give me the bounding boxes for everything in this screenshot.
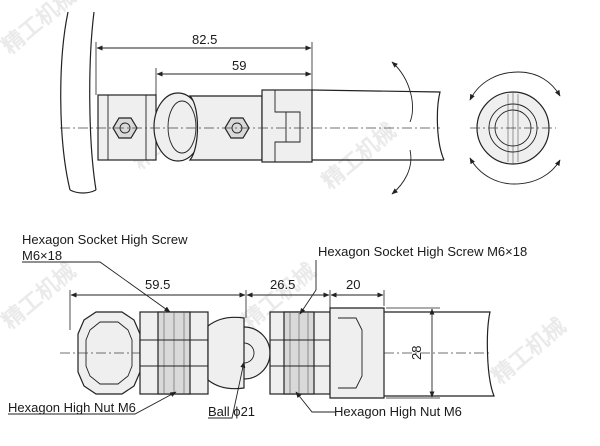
label-nut-left: Hexagon High Nut M6 <box>8 400 136 415</box>
end-view <box>469 71 561 185</box>
bottom-view: 59.5 26.5 20 <box>8 232 527 419</box>
label-nut-right: Hexagon High Nut M6 <box>334 404 462 419</box>
right-sleeve-section <box>329 307 385 399</box>
label-screw-right: Hexagon Socket High Screw M6×18 <box>318 244 527 259</box>
watermark-text: 精工机械 <box>0 0 81 59</box>
left-pipe-edge <box>69 189 97 194</box>
dim-mid-label: 26.5 <box>270 277 295 292</box>
label-screw-left-line2: M6×18 <box>22 248 62 263</box>
left-hex-nut <box>112 117 138 139</box>
leader-screw-left <box>22 261 171 313</box>
leader-ball <box>208 361 246 419</box>
leader-screw-right <box>299 260 317 315</box>
ball-socket <box>207 316 245 390</box>
watermark-text: 精工机械 <box>0 258 81 334</box>
end-view-rotation-arrow <box>469 71 561 101</box>
label-screw-left-line1: Hexagon Socket High Screw <box>22 232 188 247</box>
dim-inner-label: 59 <box>232 58 246 73</box>
watermark-text: 精工机械 <box>317 118 400 194</box>
label-ball: Ball ϕ21 <box>208 404 255 419</box>
top-view: 82.5 59 <box>60 11 445 195</box>
left-pipe-edge <box>60 11 71 191</box>
dim-overall-label: 82.5 <box>192 32 217 47</box>
dim-right-label: 20 <box>346 277 360 292</box>
watermark-text: 精工机械 <box>487 313 570 389</box>
dim-height-label: 28 <box>409 346 424 360</box>
rotation-arrow <box>391 61 413 123</box>
dim-left-label: 59.5 <box>145 277 170 292</box>
right-pipe-edge <box>311 89 445 161</box>
leader-nut-left <box>8 391 177 415</box>
right-clamp-body <box>261 89 313 163</box>
rotation-arrow <box>391 149 412 195</box>
leader-nut-right <box>295 391 335 413</box>
end-view-rotation-arrow <box>469 157 561 185</box>
left-pipe-edge <box>89 11 97 191</box>
